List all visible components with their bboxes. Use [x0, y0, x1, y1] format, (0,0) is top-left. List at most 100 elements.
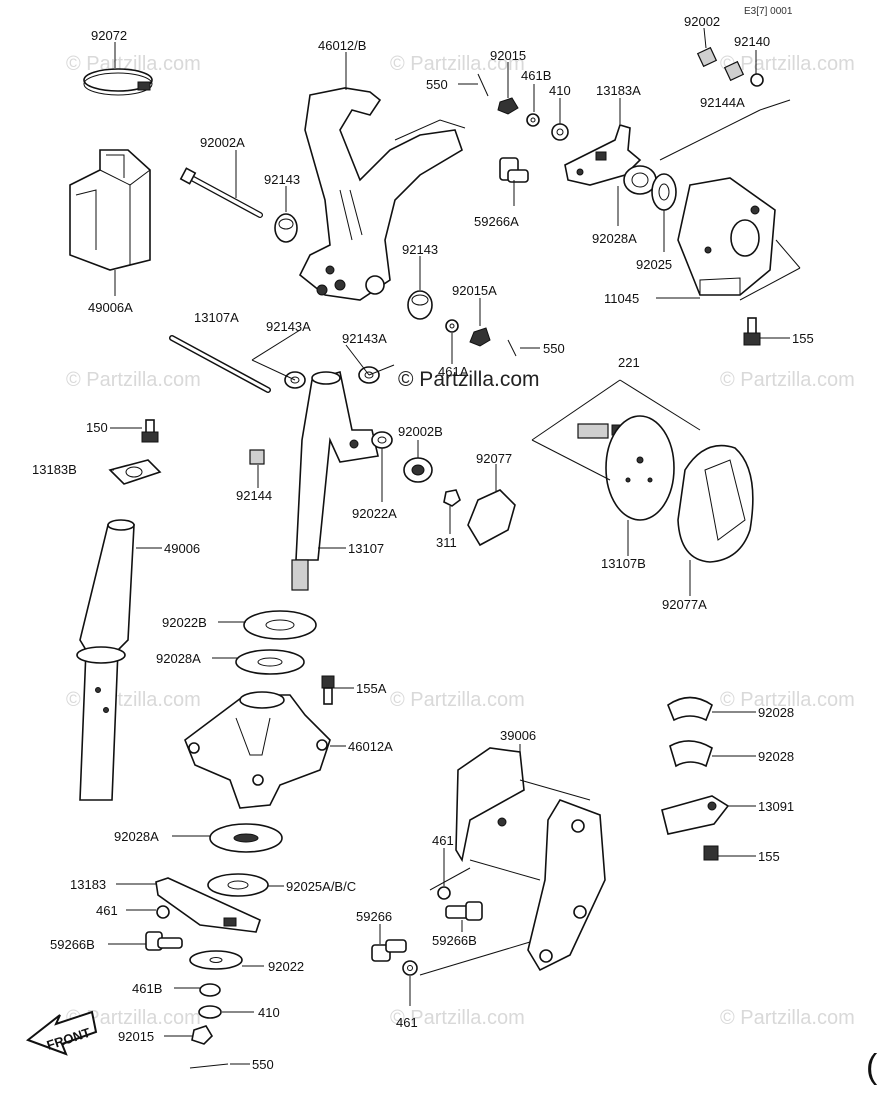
part-label: 461B — [521, 68, 551, 83]
bolt-155-top — [743, 317, 761, 346]
washer-461-mid — [437, 886, 451, 900]
part-label: 49006A — [88, 300, 133, 315]
part-label: 92002 — [684, 14, 720, 29]
tie-rod-13107A — [169, 335, 271, 393]
clip-92028-a — [667, 696, 713, 722]
part-label: 92028 — [758, 749, 794, 764]
part-label: 92077 — [476, 451, 512, 466]
spring-92144 — [249, 449, 265, 465]
part-label: 92028 — [758, 705, 794, 720]
part-label: 550 — [426, 77, 448, 92]
washer-461-low — [402, 960, 418, 976]
bolt-92002A — [179, 167, 263, 218]
part-label: 92022A — [352, 506, 397, 521]
part-label: 461B — [132, 981, 162, 996]
watermark-text: © Partzilla.com — [390, 53, 525, 75]
part-label: 155 — [758, 849, 780, 864]
watermark-text: © Partzilla.com — [390, 1007, 525, 1029]
nut-311 — [443, 489, 461, 507]
watermark-text: © Partzilla.com — [720, 1007, 855, 1029]
cotter-pin-550-low — [189, 1063, 229, 1069]
leader-lines — [108, 27, 801, 1065]
part-label: 46012/B — [318, 38, 366, 53]
part-label: 92022B — [162, 615, 207, 630]
steering-shaft-13107 — [291, 370, 379, 591]
nut-92015A — [469, 327, 491, 347]
part-label: 92015 — [490, 48, 526, 63]
part-label: 49006 — [164, 541, 200, 556]
bracket-46012B — [298, 87, 466, 301]
part-label: 13183B — [32, 462, 77, 477]
disc-13107B — [577, 415, 675, 521]
bolt-150 — [141, 419, 159, 443]
washer-461-left — [156, 905, 170, 919]
part-label: 13107A — [194, 310, 239, 325]
part-label: 410 — [258, 1005, 280, 1020]
part-label: 13183 — [70, 877, 106, 892]
cover-92077A — [677, 444, 754, 563]
boot-cover-49006A — [69, 149, 151, 271]
part-label: 59266B — [50, 937, 95, 952]
cotter-pin-550-mid — [507, 339, 517, 357]
washer-461B-low — [199, 983, 221, 997]
bushing-92143-a — [274, 213, 298, 243]
plate-13183B — [108, 459, 162, 485]
washer-461A — [445, 319, 459, 333]
part-label: 59266B — [432, 933, 477, 948]
nut-92015-low — [191, 1025, 214, 1045]
washer-92022B — [243, 610, 317, 640]
housing-46012A — [184, 691, 331, 809]
fitting-59266 — [371, 939, 407, 962]
part-label: 150 — [86, 420, 108, 435]
part-label: 59266A — [474, 214, 519, 229]
clamp-band-92072 — [83, 68, 153, 96]
part-label: 39006 — [500, 728, 536, 743]
part-label: 92144 — [236, 488, 272, 503]
part-label: 410 — [549, 83, 571, 98]
part-drawings: FRONT ( — [25, 46, 878, 1086]
part-label: 92028A — [156, 651, 201, 666]
washer-410-top — [551, 123, 569, 141]
knob-92077 — [467, 489, 516, 547]
washer-461B-top — [526, 113, 540, 127]
fitting-59266B-mid — [445, 901, 483, 921]
washer-92025ABC — [207, 873, 269, 897]
ball-92140 — [750, 73, 764, 87]
part-label: 461 — [432, 833, 454, 848]
housing-11045 — [677, 177, 776, 296]
front-arrow: FRONT — [25, 1010, 98, 1056]
part-label: 155 — [792, 331, 814, 346]
lever-13183A — [564, 124, 642, 186]
part-label: 92028A — [592, 231, 637, 246]
watermark-text: © Partzilla.com — [720, 53, 855, 75]
watermarks: © Partzilla.com © Partzilla.com © Partzi… — [66, 53, 855, 1029]
washer-410-low — [198, 1005, 222, 1019]
part-label: 550 — [543, 341, 565, 356]
part-label: 92077A — [662, 597, 707, 612]
bracket-13091 — [661, 795, 730, 835]
part-label: 92002B — [398, 424, 443, 439]
diagram-code: E3[7] 0001 — [744, 6, 793, 17]
part-label: 92072 — [91, 28, 127, 43]
spring-92002 — [696, 46, 718, 68]
clip-92028-b — [669, 740, 713, 768]
part-label: 13183A — [596, 83, 641, 98]
part-label: 59266 — [356, 909, 392, 924]
part-label: 155A — [356, 681, 387, 696]
corner-mark: ( — [866, 1048, 878, 1086]
part-labels: 92072 46012/B 550 92015 461B 410 13183A … — [32, 14, 814, 1072]
watermark-text: © Partzilla.com — [720, 689, 855, 711]
part-label: 92143A — [342, 331, 387, 346]
part-label: 46012A — [348, 739, 393, 754]
washer-92022A — [371, 431, 393, 449]
part-label: 13107B — [601, 556, 646, 571]
part-label: 311 — [436, 535, 457, 550]
part-label: 92144A — [700, 95, 745, 110]
part-label: 92140 — [734, 34, 770, 49]
washer-92028A-mid — [235, 649, 305, 675]
washer-92022 — [189, 950, 243, 970]
bolt-155-low — [703, 845, 719, 861]
part-label: 92025A/B/C — [286, 879, 356, 894]
column-tube-49006 — [76, 519, 135, 801]
watermark-text: © Partzilla.com — [390, 689, 525, 711]
